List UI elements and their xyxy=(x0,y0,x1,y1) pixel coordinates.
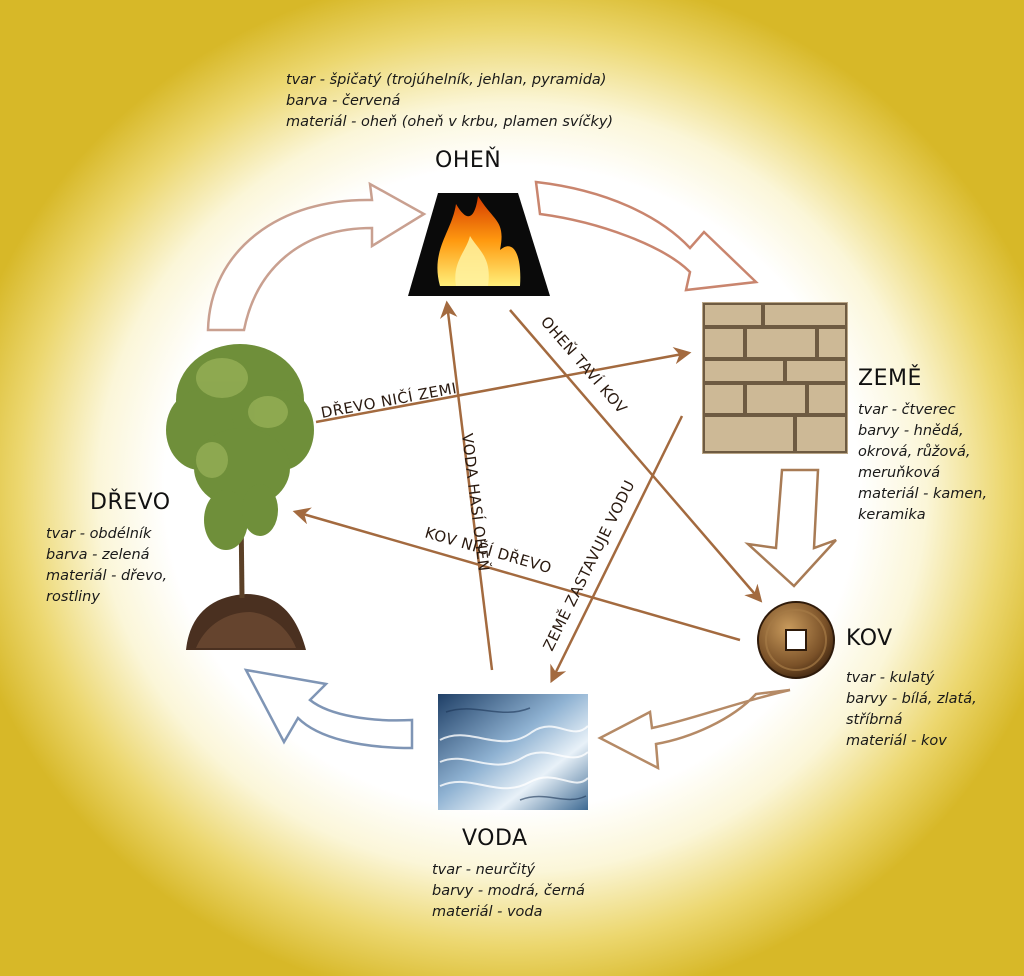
cycle-arrow-wood-fire xyxy=(206,181,427,332)
control-arrow-water-fire xyxy=(440,300,494,671)
control-arrow-wood-earth xyxy=(315,346,692,424)
water-picture xyxy=(438,694,589,810)
fire-picture xyxy=(408,193,550,296)
cycle-arrow-fire-earth xyxy=(534,180,759,292)
wood-line: barva - zelená xyxy=(46,547,150,563)
earth-line: barvy - hnědá, xyxy=(858,423,964,439)
cycle-arrows xyxy=(206,180,837,771)
water-title: VODA xyxy=(462,826,528,851)
earth-line: materiál - kamen, xyxy=(858,486,988,502)
earth-description: tvar - čtverec barvy - hnědá, okrová, rů… xyxy=(858,400,987,526)
metal-line: tvar - kulatý xyxy=(846,670,935,686)
cycle-arrow-water-wood xyxy=(243,668,414,750)
wood-description: tvar - obdélník barva - zelená materiál … xyxy=(46,524,167,608)
fire-title: OHEŇ xyxy=(435,148,502,173)
water-line: materiál - voda xyxy=(432,904,543,920)
fire-line: tvar - špičatý (trojúhelník, jehlan, pyr… xyxy=(286,72,607,88)
cycle-arrow-earth-metal xyxy=(744,468,837,588)
control-arrows xyxy=(292,300,763,684)
metal-line: stříbrná xyxy=(846,712,903,728)
metal-line: barvy - bílá, zlatá, xyxy=(846,691,977,707)
metal-picture xyxy=(757,601,835,679)
wood-line: tvar - obdélník xyxy=(46,526,152,542)
metal-title: KOV xyxy=(846,626,893,651)
control-arrow-metal-wood xyxy=(292,507,741,642)
label-earth-water: ZEMĚ ZASTAVUJE VODU xyxy=(539,477,639,654)
metal-description: tvar - kulatý barvy - bílá, zlatá, stříb… xyxy=(846,668,977,752)
earth-picture xyxy=(702,302,848,454)
control-arrow-earth-water xyxy=(550,415,684,684)
earth-line: tvar - čtverec xyxy=(858,402,956,418)
cycle-arrow-metal-water xyxy=(597,688,791,771)
earth-title: ZEMĚ xyxy=(858,366,922,391)
fire-line: barva - červená xyxy=(286,93,401,109)
earth-line: keramika xyxy=(858,507,926,523)
control-arrow-fire-metal xyxy=(509,309,763,603)
wood-title: DŘEVO xyxy=(90,490,171,515)
label-wood-earth: DŘEVO NIČÍ ZEMI xyxy=(319,378,458,422)
water-description: tvar - neurčitý barvy - modrá, černá mat… xyxy=(432,860,585,923)
metal-line: materiál - kov xyxy=(846,733,947,749)
earth-line: meruňková xyxy=(858,465,941,481)
water-line: tvar - neurčitý xyxy=(432,862,536,878)
wood-picture xyxy=(166,344,314,650)
fire-line: materiál - oheň (oheň v krbu, plamen sví… xyxy=(286,114,614,130)
earth-line: okrová, růžová, xyxy=(858,444,971,460)
wood-line: materiál - dřevo, xyxy=(46,568,168,584)
water-line: barvy - modrá, černá xyxy=(432,883,585,899)
fire-description: tvar - špičatý (trojúhelník, jehlan, pyr… xyxy=(286,70,613,133)
wood-line: rostliny xyxy=(46,589,100,605)
